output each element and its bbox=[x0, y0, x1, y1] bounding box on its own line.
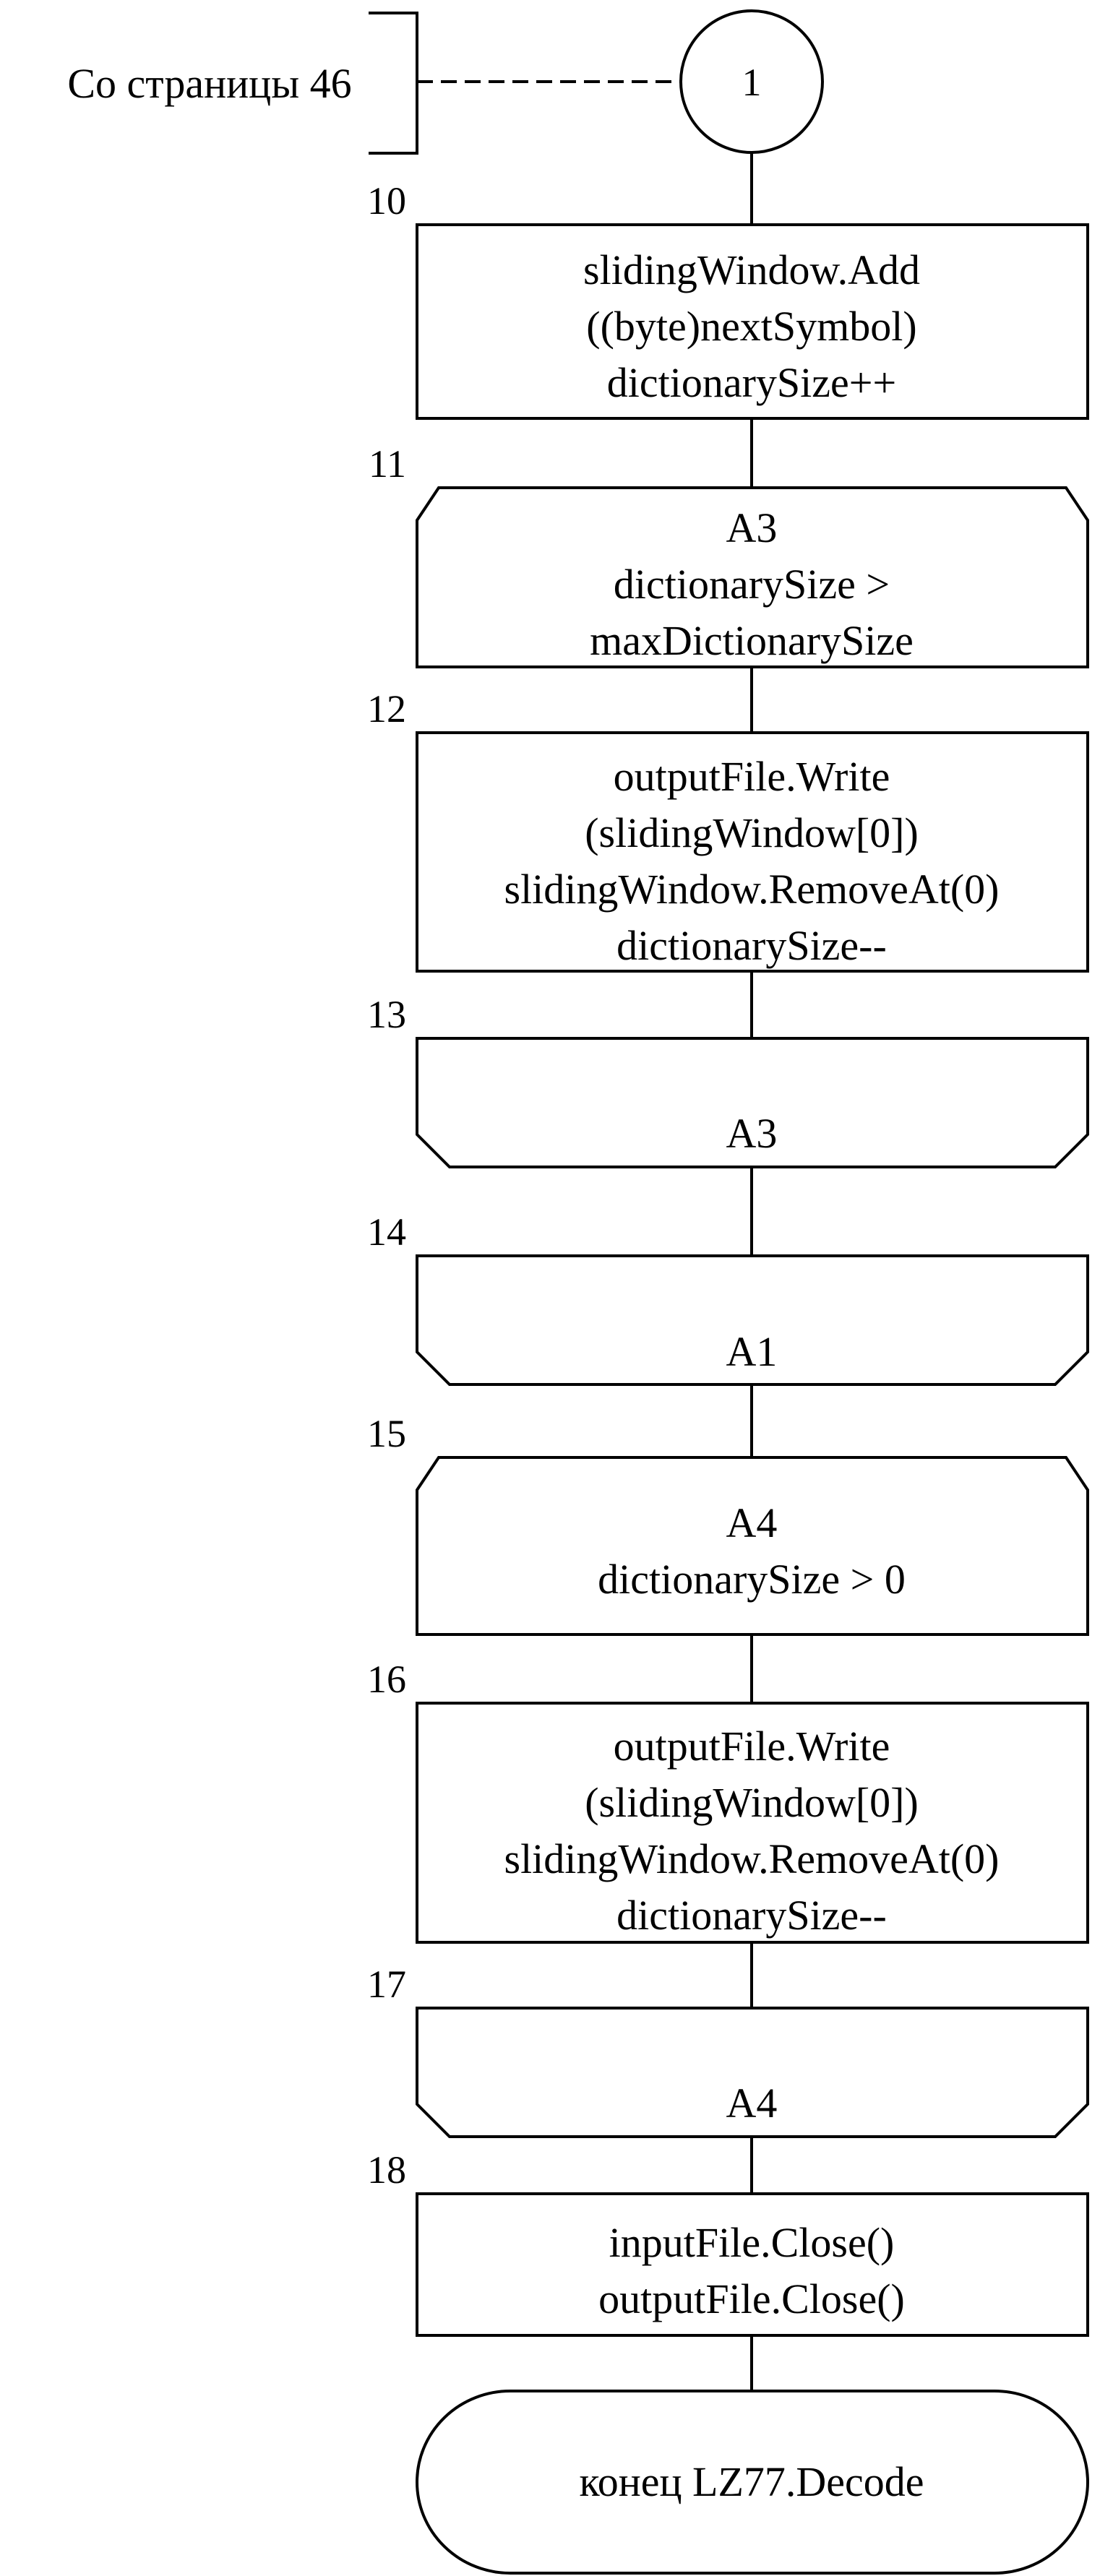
block-text-line: slidingWindow.Add bbox=[583, 246, 920, 293]
loop-end-shape bbox=[416, 1254, 1089, 1386]
block-text-line: slidingWindow.RemoveAt(0) bbox=[504, 866, 1000, 913]
terminator-shape bbox=[416, 2390, 1089, 2575]
process-box bbox=[416, 731, 1089, 973]
block-text-line: dictionarySize-- bbox=[616, 922, 887, 969]
offpage-reference: Со страницы 46 bbox=[67, 12, 681, 155]
block-text-line: A3 bbox=[726, 1110, 778, 1157]
block-number: 14 bbox=[367, 1210, 406, 1254]
block-number: 15 bbox=[367, 1412, 406, 1455]
block-number: 11 bbox=[369, 442, 406, 486]
annotation-bracket bbox=[369, 12, 418, 155]
block-text-line: outputFile.Close() bbox=[598, 2275, 905, 2322]
block-number: 18 bbox=[367, 2148, 406, 2192]
block-number: 16 bbox=[367, 1658, 406, 1701]
block-16: 16 outputFile.Write (slidingWindow[0]) slid… bbox=[367, 1658, 1089, 1944]
block-end: конец LZ77.Decode bbox=[416, 2390, 1089, 2575]
block-text-line: dictionarySize++ bbox=[607, 359, 896, 406]
block-text-line: ((byte)nextSymbol) bbox=[586, 303, 916, 350]
block-18: 18 inputFile.Close() outputFile.Close() bbox=[367, 2148, 1089, 2337]
block-text-line: inputFile.Close() bbox=[609, 2219, 895, 2266]
block-text-line: (slidingWindow[0]) bbox=[585, 809, 919, 856]
block-number: 10 bbox=[367, 179, 406, 223]
block-number: 17 bbox=[367, 1963, 406, 2006]
block-10: 10 slidingWindow.Add ((byte)nextSymbol) dic… bbox=[367, 179, 1089, 420]
block-text-line: конец LZ77.Decode bbox=[579, 2458, 924, 2505]
block-text-line: maxDictionarySize bbox=[590, 617, 914, 664]
process-box bbox=[416, 2192, 1089, 2337]
connector-label: 1 bbox=[742, 61, 762, 104]
block-12: 12 outputFile.Write (slidingWindow[0]) slid… bbox=[367, 687, 1089, 973]
offpage-note: Со страницы 46 bbox=[67, 60, 351, 107]
block-text-line: A3 bbox=[726, 504, 778, 551]
loop-end-shape bbox=[416, 2007, 1089, 2138]
loop-end-shape bbox=[416, 1037, 1089, 1168]
flowchart-blocks: 10 slidingWindow.Add ((byte)nextSymbol) dic… bbox=[367, 179, 1089, 2575]
block-text-line: A4 bbox=[726, 1499, 778, 1546]
block-text-line: dictionarySize-- bbox=[616, 1892, 887, 1939]
block-number: 13 bbox=[367, 993, 406, 1036]
process-box bbox=[416, 223, 1089, 420]
loop-start-shape bbox=[416, 486, 1089, 668]
block-text-line: outputFile.Write bbox=[614, 753, 890, 800]
connector-1: 1 bbox=[679, 9, 824, 154]
block-text-line: A1 bbox=[726, 1328, 778, 1375]
block-number: 12 bbox=[367, 687, 406, 731]
loop-start-shape bbox=[416, 1456, 1089, 1636]
block-text-line: outputFile.Write bbox=[614, 1723, 890, 1770]
block-text-line: A4 bbox=[726, 2080, 778, 2127]
block-text-line: slidingWindow.RemoveAt(0) bbox=[504, 1835, 1000, 1882]
block-text-line: (slidingWindow[0]) bbox=[585, 1779, 919, 1826]
block-text-line: dictionarySize > bbox=[614, 561, 890, 608]
block-text-line: dictionarySize > 0 bbox=[598, 1556, 906, 1603]
process-box bbox=[416, 1702, 1089, 1944]
